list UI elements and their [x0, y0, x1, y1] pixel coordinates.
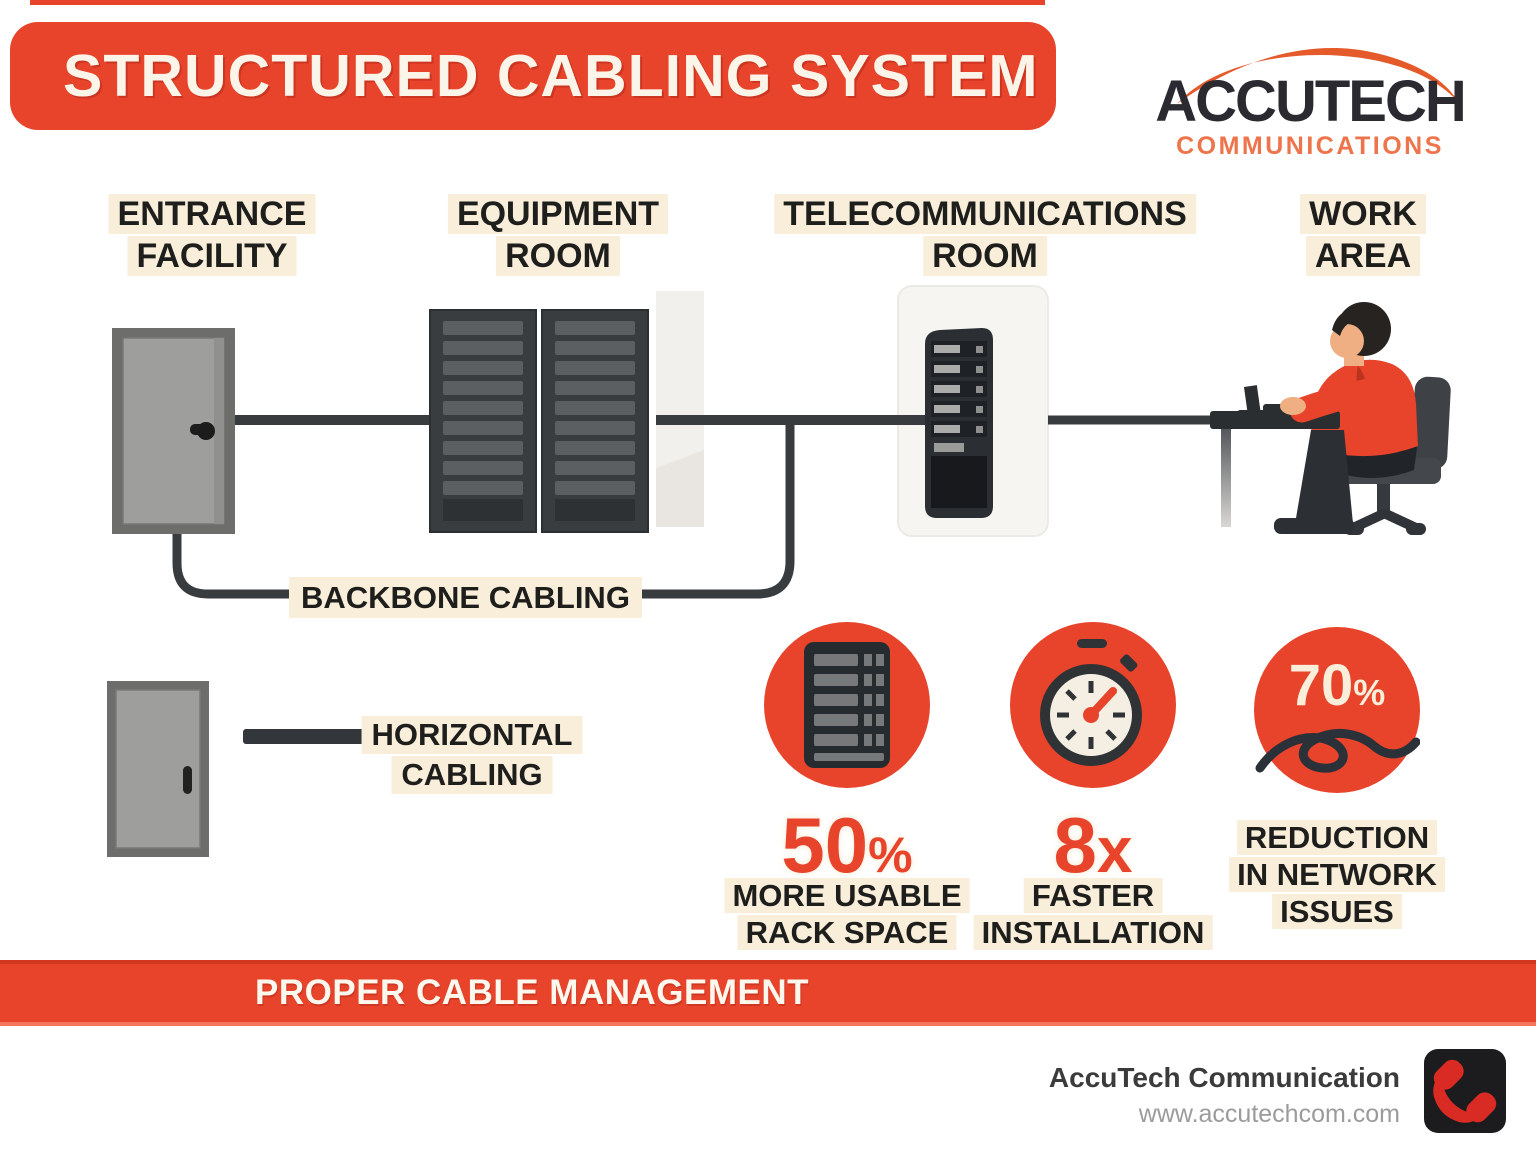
- label-line: ROOM: [496, 236, 620, 276]
- horizontal-door: [107, 681, 209, 857]
- horizontal-cable: [243, 729, 369, 744]
- section-label-equipment-room: EQUIPMENT ROOM: [447, 194, 669, 276]
- backbone-cable: [172, 415, 1224, 599]
- caption-line: RACK SPACE: [737, 915, 957, 950]
- stat-caption-installation: FASTER INSTALLATION: [973, 878, 1213, 950]
- footer-website: www.accutechcom.com: [1138, 1100, 1400, 1128]
- caption-line: IN NETWORK: [1229, 857, 1445, 892]
- label-line: TELECOMMUNICATIONS: [774, 194, 1196, 234]
- stat-number: 50: [781, 801, 869, 889]
- banner-text: PROPER CABLE MANAGEMENT: [255, 973, 810, 1012]
- caption-line: MORE USABLE: [724, 878, 970, 913]
- caption-line: FASTER: [1023, 878, 1163, 913]
- person: [1300, 359, 1418, 524]
- section-label-entrance-facility: ENTRANCE FACILITY: [108, 194, 316, 276]
- logo-subtitle: COMMUNICATIONS: [1176, 132, 1444, 160]
- label-line: CABLING: [391, 756, 553, 794]
- stat-caption-rack-space: MORE USABLE RACK SPACE: [724, 878, 970, 950]
- stat-circle-rack-space: [764, 622, 930, 788]
- phone-icon-box: [1424, 1049, 1506, 1133]
- label-line: EQUIPMENT: [447, 194, 669, 234]
- caption-line: REDUCTION: [1236, 820, 1438, 855]
- section-label-telecommunications-room: TELECOMMUNICATIONS ROOM: [774, 194, 1196, 276]
- background-panels: [656, 285, 1049, 537]
- work-area-scene: [1210, 302, 1451, 535]
- label-line: AREA: [1305, 236, 1421, 276]
- stat-suffix: %: [1353, 672, 1386, 713]
- phone-icon: [1433, 1059, 1497, 1123]
- stat-circle-installation: [1010, 622, 1176, 788]
- telecom-rack: [925, 328, 993, 518]
- bottom-banner: PROPER CABLE MANAGEMENT: [0, 960, 1536, 1026]
- desk: [1210, 404, 1354, 534]
- equipment-rack-2: [541, 309, 649, 533]
- label-line: ROOM: [923, 236, 1047, 276]
- label-line: ENTRANCE: [108, 194, 316, 234]
- tangled-cable-icon: [1255, 729, 1420, 773]
- entrance-door: [112, 328, 235, 534]
- person-arm-head: [1280, 302, 1403, 423]
- stat-suffix: %: [868, 827, 913, 883]
- caption-line: INSTALLATION: [973, 915, 1213, 950]
- logo-name: ACCUTECH: [1155, 69, 1466, 134]
- label-line: WORK: [1300, 194, 1426, 234]
- office-chair: [1341, 376, 1451, 535]
- label-line: HORIZONTAL: [361, 716, 583, 754]
- caption-line: ISSUES: [1272, 894, 1402, 929]
- label-line: FACILITY: [127, 236, 297, 276]
- logo-swoosh-icon: [1177, 47, 1458, 104]
- horizontal-cabling-label: HORIZONTAL CABLING: [361, 716, 583, 794]
- footer-company: AccuTech Communication: [1048, 1062, 1400, 1093]
- label-line: BACKBONE CABLING: [289, 577, 642, 618]
- stopwatch-icon: [1040, 639, 1142, 766]
- stat-caption-network-issues: REDUCTION IN NETWORK ISSUES: [1229, 820, 1445, 929]
- monitor: [1238, 385, 1268, 417]
- top-accent-strip: [30, 0, 1045, 5]
- stat-value-network-issues: 70%: [1254, 652, 1420, 719]
- stat-number: 8: [1053, 801, 1097, 889]
- stat-value-rack-space: 50%: [781, 800, 912, 891]
- backbone-cabling-label: BACKBONE CABLING: [289, 577, 642, 618]
- section-label-work-area: WORK AREA: [1300, 194, 1426, 276]
- company-logo: ACCUTECH COMMUNICATIONS: [1150, 28, 1470, 160]
- stat-value-installation: 8x: [1054, 800, 1133, 891]
- server-rack-icon: [804, 642, 890, 768]
- equipment-rack-1: [429, 309, 537, 533]
- stat-suffix: x: [1096, 814, 1133, 886]
- header-banner: STRUCTURED CABLING SYSTEM: [10, 22, 1056, 130]
- page-title: STRUCTURED CABLING SYSTEM: [63, 43, 1039, 109]
- stat-number: 70: [1288, 653, 1354, 718]
